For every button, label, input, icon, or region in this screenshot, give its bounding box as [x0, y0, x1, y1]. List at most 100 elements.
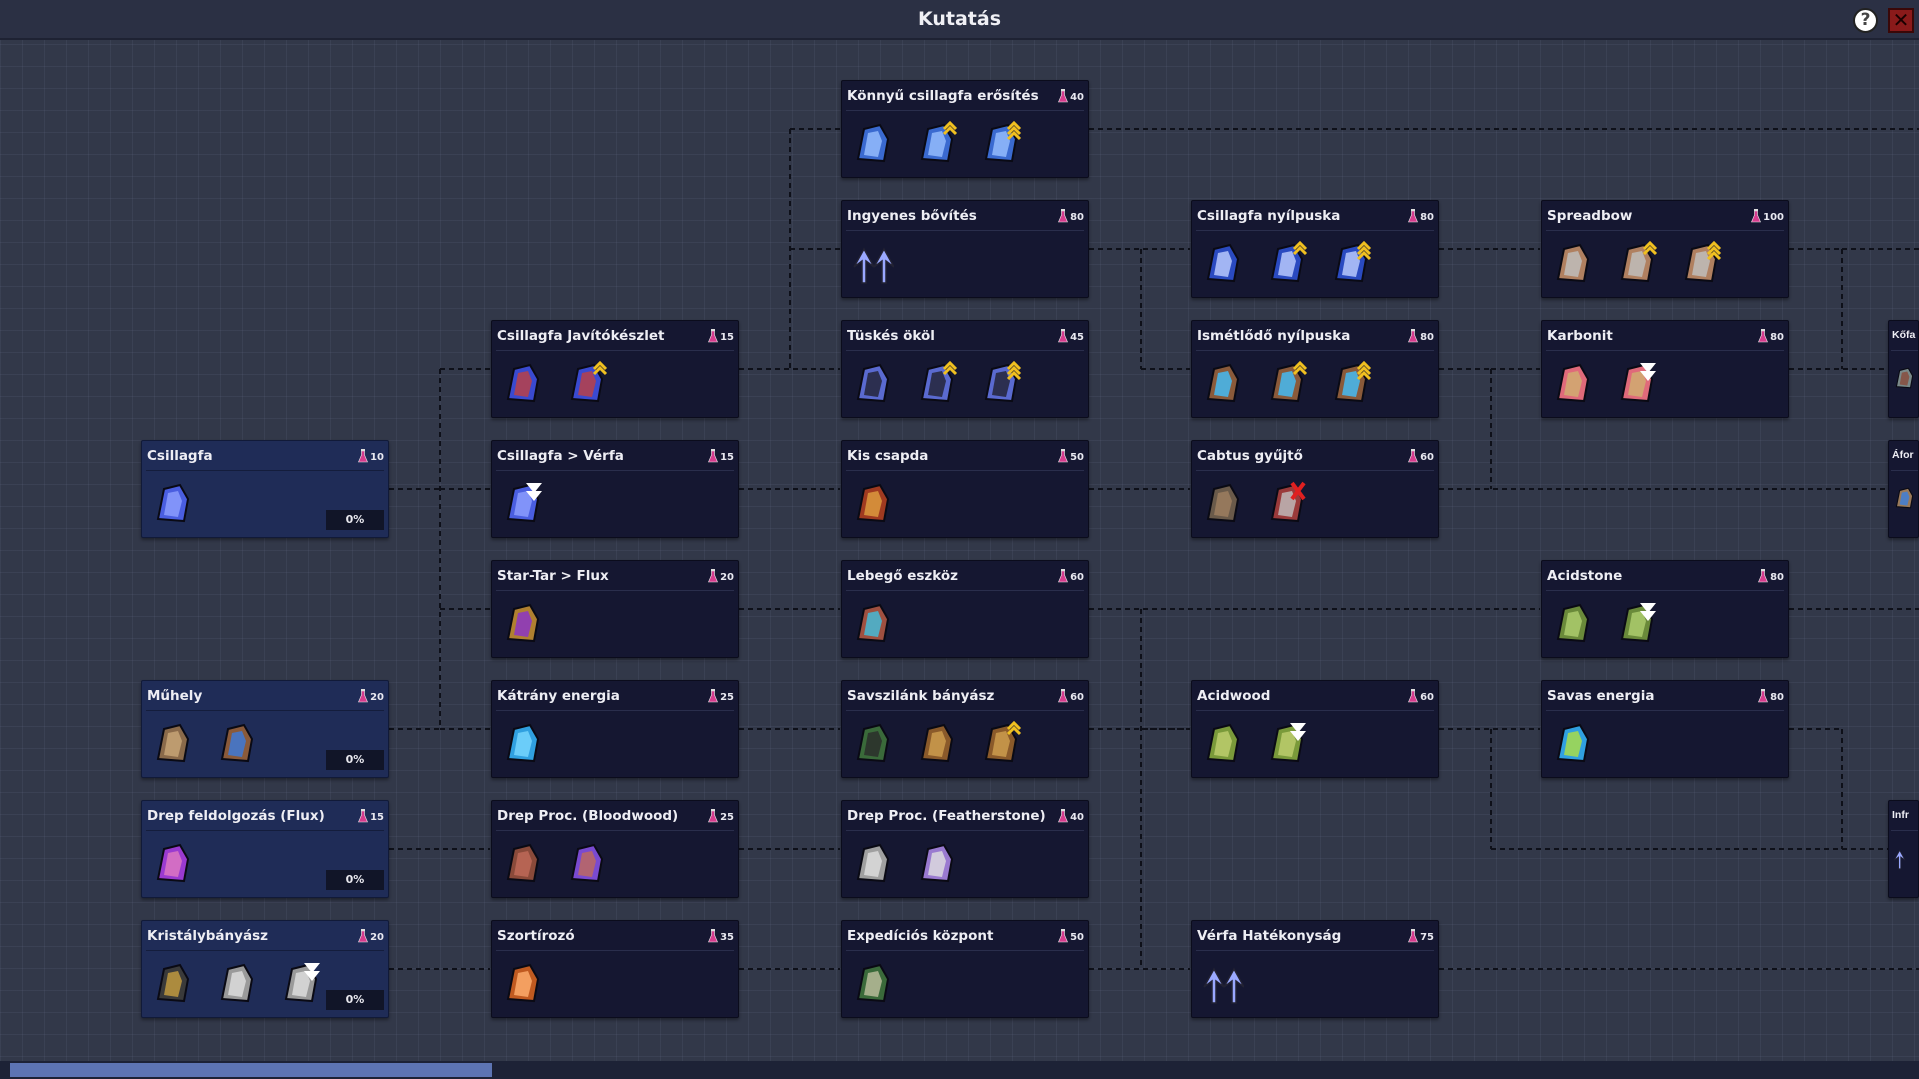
cost-value: 60	[1070, 572, 1084, 583]
forge-icon	[1892, 485, 1916, 511]
flask-icon	[1408, 929, 1419, 946]
drill-icon	[914, 719, 958, 767]
progress-label: 0%	[326, 510, 384, 530]
close-button[interactable]: ✕	[1888, 8, 1914, 33]
flask-icon	[1058, 449, 1069, 466]
repeater-icon	[1200, 359, 1244, 407]
cost-value: 20	[720, 572, 734, 583]
flask-icon	[708, 569, 719, 586]
cost-value: 50	[1070, 452, 1084, 463]
research-cost: 25	[708, 809, 734, 826]
upgrade-arrow-icon	[1892, 845, 1916, 871]
research-card[interactable]: Tüskés ököl 45	[841, 320, 1089, 418]
flask-icon	[1058, 929, 1069, 946]
research-cost: 20	[358, 689, 384, 706]
scrollbar-thumb[interactable]	[10, 1063, 492, 1077]
spiked-fist-icon	[978, 359, 1022, 407]
cost-value: 80	[1070, 212, 1084, 223]
research-card[interactable]: Kristálybányász 20 0%	[141, 920, 389, 1018]
research-title: Ingyenes bővítés	[847, 208, 977, 224]
cost-value: 80	[1420, 332, 1434, 343]
research-title: Ismétlődő nyílpuska	[1197, 328, 1351, 344]
card-header: Áfor	[1891, 441, 1918, 471]
unlock-icons	[1550, 719, 1594, 767]
research-cost: 80	[1758, 329, 1784, 346]
research-card[interactable]: Kőfa	[1888, 320, 1919, 418]
unlock-icons	[150, 479, 194, 527]
featherstone-icon	[850, 839, 894, 887]
upgrade-arrows-icon	[850, 239, 895, 287]
research-card[interactable]: Ismétlődő nyílpuska 80	[1191, 320, 1439, 418]
repeater-icon	[1328, 359, 1372, 407]
research-cost: 100	[1751, 209, 1784, 226]
research-card[interactable]: Infr	[1888, 800, 1919, 898]
cost-value: 45	[1070, 332, 1084, 343]
research-card[interactable]: Ingyenes bővítés 80	[841, 200, 1089, 298]
research-title: Drep feldolgozás (Flux)	[147, 808, 325, 824]
research-card[interactable]: Drep Proc. (Featherstone)40	[841, 800, 1089, 898]
cost-value: 60	[1420, 452, 1434, 463]
card-header: Kristálybányász 20	[146, 921, 384, 951]
research-cost: 75	[1408, 929, 1434, 946]
card-header: Ingyenes bővítés 80	[846, 201, 1084, 231]
research-card[interactable]: Karbonit 80	[1541, 320, 1789, 418]
progress-label: 0%	[326, 990, 384, 1010]
cost-value: 80	[1770, 692, 1784, 703]
expedition-icon	[850, 959, 894, 1007]
cost-value: 15	[720, 452, 734, 463]
research-cost: 15	[708, 329, 734, 346]
research-card[interactable]: Áfor	[1888, 440, 1919, 538]
title-bar: Kutatás ? ✕	[0, 0, 1919, 40]
unlock-icons	[1892, 365, 1916, 391]
flask-icon	[1408, 209, 1419, 226]
horizontal-scrollbar[interactable]	[0, 1061, 1919, 1079]
unlock-icons	[850, 359, 1022, 407]
crossbow-icon	[1328, 239, 1372, 287]
research-card[interactable]: Drep Proc. (Bloodwood)25	[491, 800, 739, 898]
help-button[interactable]: ?	[1853, 8, 1878, 33]
cost-value: 100	[1763, 212, 1784, 223]
research-title: Kristálybányász	[147, 928, 268, 944]
research-title: Cabtus gyűjtő	[1197, 448, 1303, 464]
research-card[interactable]: Cabtus gyűjtő 60	[1191, 440, 1439, 538]
card-header: Drep Proc. (Featherstone)40	[846, 801, 1084, 831]
crystal-icon	[214, 959, 258, 1007]
research-cost: 50	[1058, 929, 1084, 946]
research-cost: 80	[1758, 689, 1784, 706]
repeater-icon	[1264, 359, 1308, 407]
sorter-icon	[500, 959, 544, 1007]
unlock-icons	[500, 359, 608, 407]
cost-value: 20	[370, 932, 384, 943]
unlock-icons	[500, 839, 608, 887]
research-title: Tüskés ököl	[847, 328, 935, 344]
research-title: Szortírozó	[497, 928, 575, 944]
cost-value: 25	[720, 812, 734, 823]
research-title: Karbonit	[1547, 328, 1613, 344]
cost-value: 40	[1070, 92, 1084, 103]
armor-icon	[914, 119, 958, 167]
unlock-icons	[850, 839, 958, 887]
cost-value: 15	[370, 812, 384, 823]
